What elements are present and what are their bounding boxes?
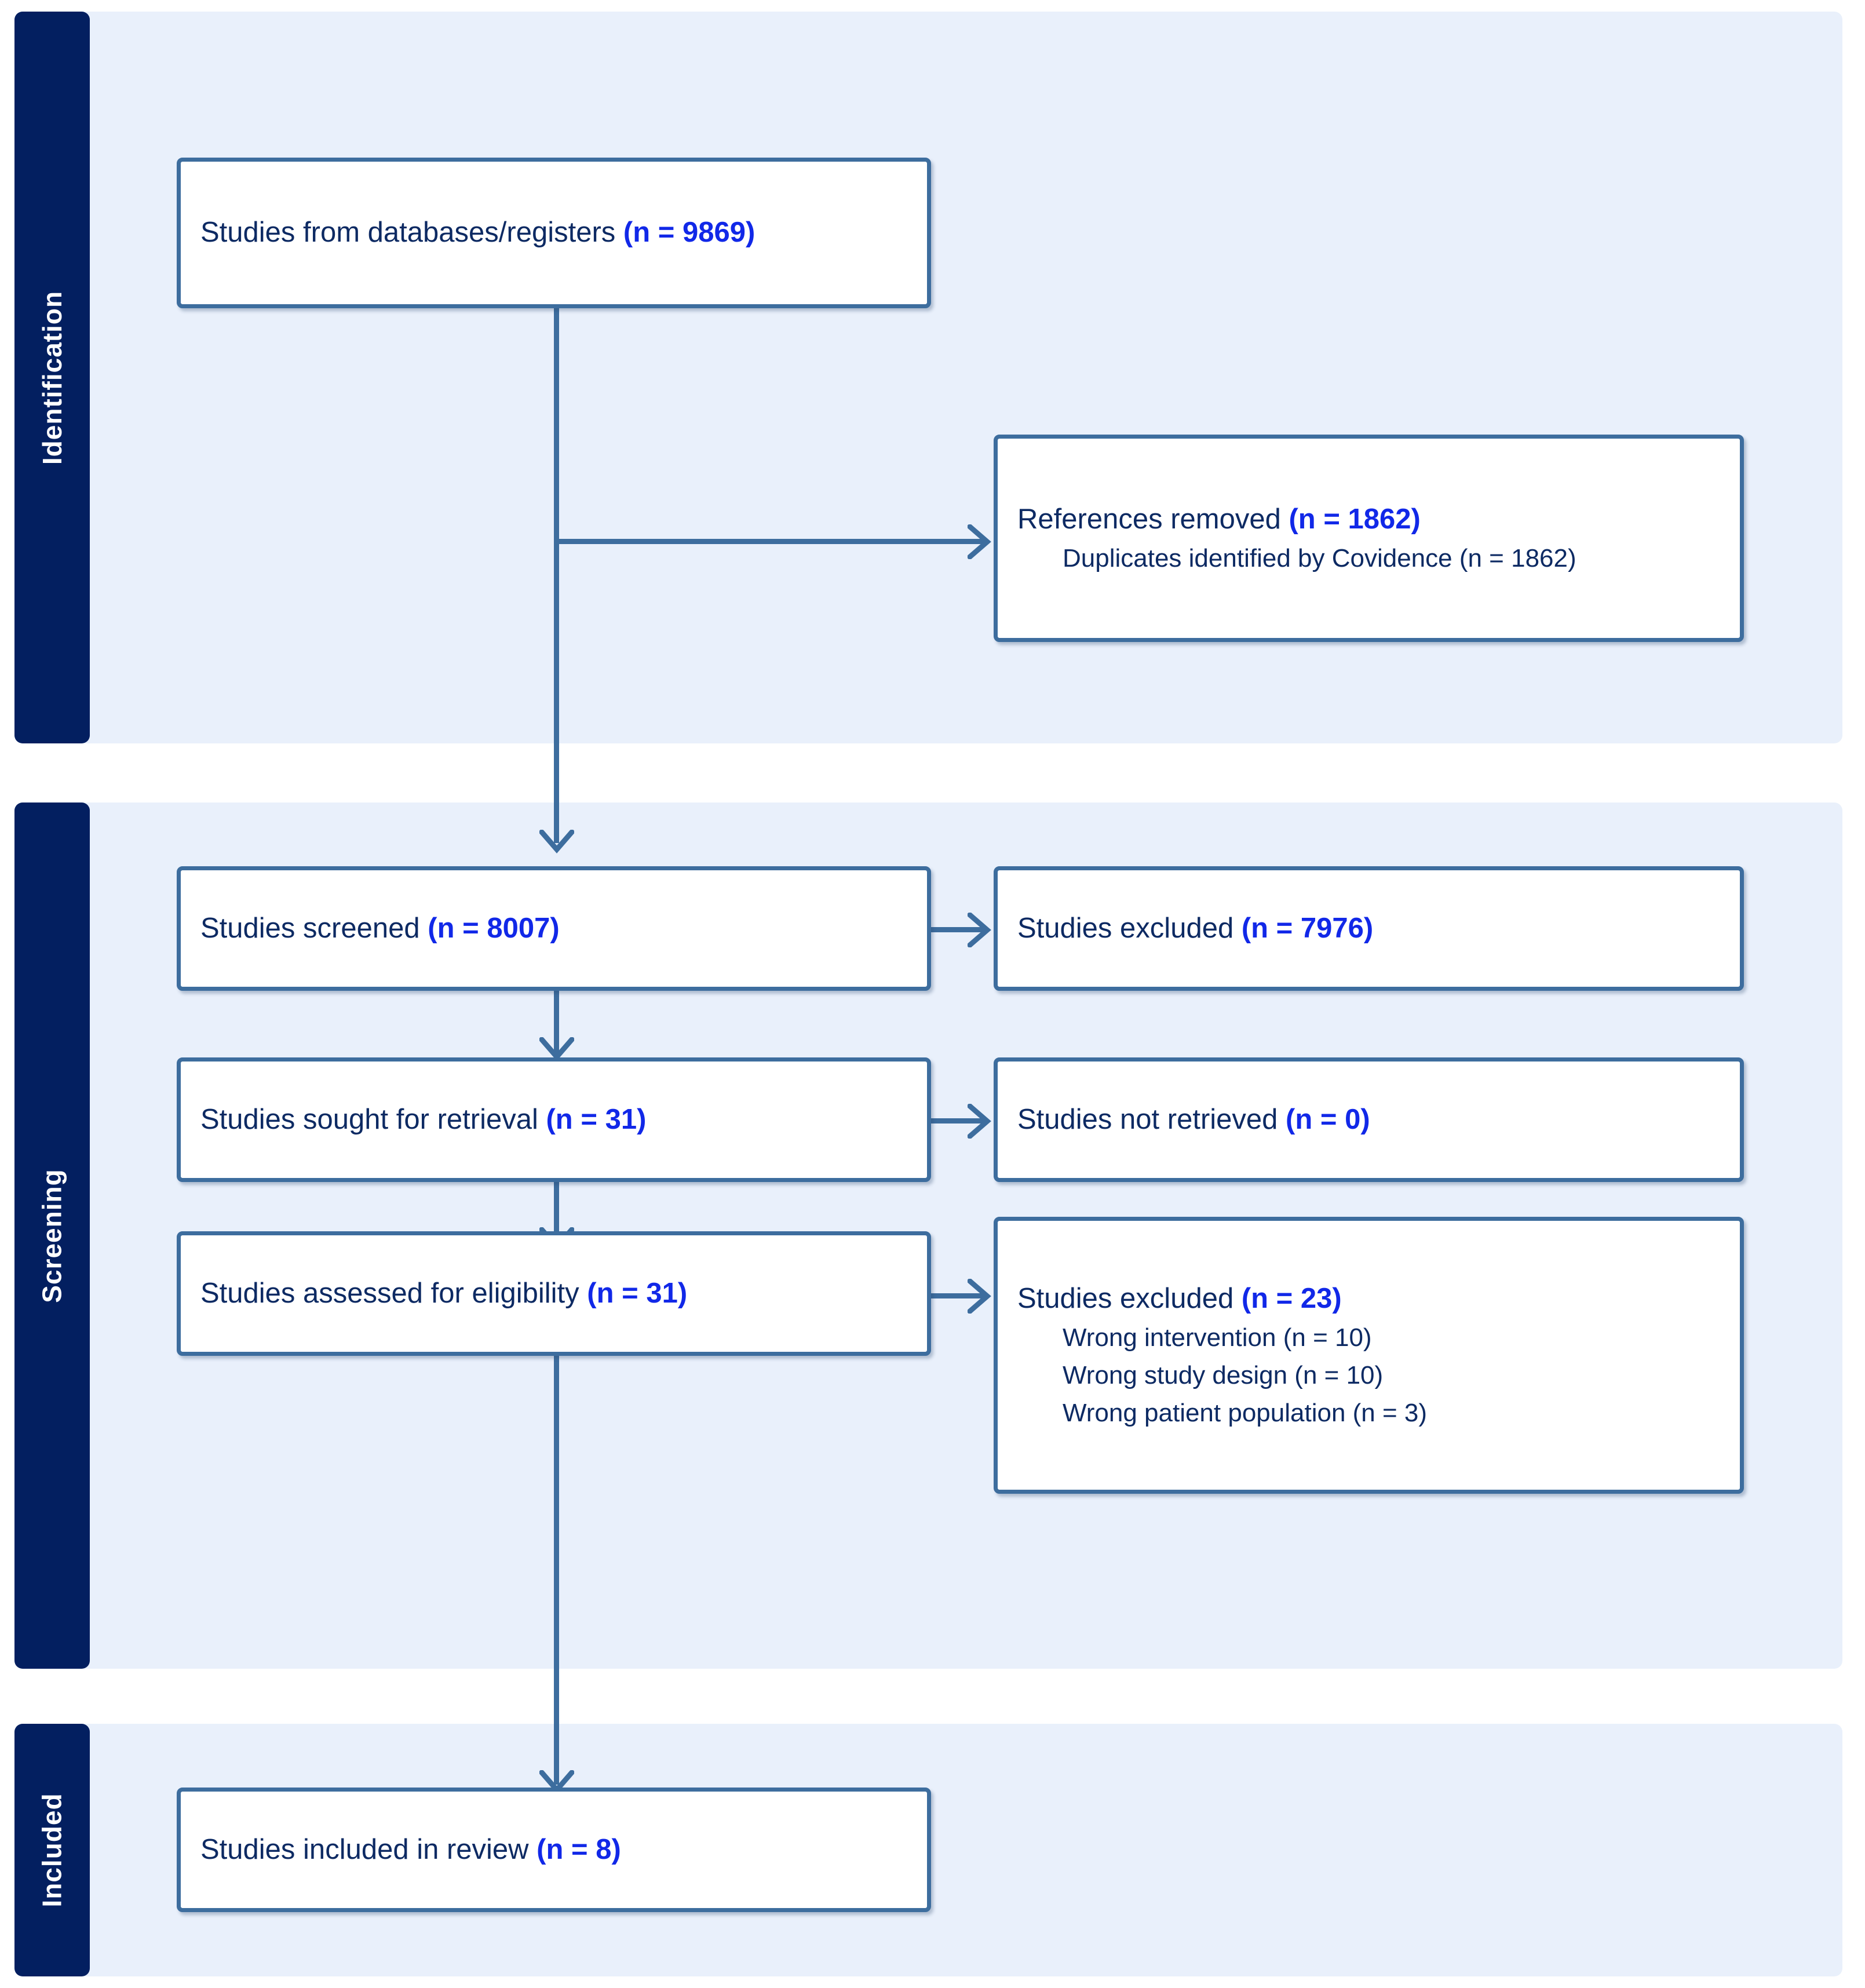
arrowhead-right-to-excluded-screened: [968, 913, 992, 947]
box-label-not-retrieved: Studies not retrieved: [1017, 1103, 1286, 1135]
box-label-databases: Studies from databases/registers: [200, 217, 623, 249]
box-studies-screened[interactable]: Studies screened (n = 8007): [177, 866, 931, 991]
box-subitem-duplicates: Duplicates identified by Covidence (n = …: [1063, 544, 1576, 573]
phase-label-included: Included: [37, 1793, 67, 1907]
box-count-databases: (n = 9869): [623, 217, 756, 249]
box-label-assessed: Studies assessed for eligibility: [200, 1277, 587, 1309]
box-studies-excluded-screened[interactable]: Studies excluded (n = 7976): [994, 866, 1744, 991]
box-line-sought: Studies sought for retrieval (n = 31): [200, 1100, 907, 1140]
box-studies-not-retrieved[interactable]: Studies not retrieved (n = 0): [994, 1057, 1744, 1182]
box-count-not-retrieved: (n = 0): [1286, 1103, 1370, 1135]
box-studies-assessed-for-eligibility[interactable]: Studies assessed for eligibility (n = 31…: [177, 1231, 931, 1356]
box-label-screened: Studies screened: [200, 912, 428, 944]
connector-databases-to-screened: [554, 307, 559, 843]
phase-bar-identification: Identification: [14, 12, 90, 743]
box-count-assessed: (n = 31): [587, 1277, 688, 1309]
arrowhead-right-to-references-removed: [968, 524, 992, 559]
box-studies-excluded-assessed[interactable]: Studies excluded (n = 23) Wrong interven…: [994, 1217, 1744, 1494]
phase-label-screening: Screening: [37, 1168, 68, 1303]
box-line-assessed: Studies assessed for eligibility (n = 31…: [200, 1274, 907, 1314]
box-line-references-removed: References removed (n = 1862): [1017, 499, 1720, 540]
connector-sought-to-not-retrieved: [930, 1118, 988, 1124]
phase-bar-included: Included: [14, 1724, 90, 1976]
box-label-references-removed: References removed: [1017, 503, 1289, 535]
box-line-databases: Studies from databases/registers (n = 98…: [200, 213, 907, 253]
connector-databases-to-references-removed: [556, 539, 988, 544]
box-studies-from-databases[interactable]: Studies from databases/registers (n = 98…: [177, 158, 931, 308]
box-count-references-removed: (n = 1862): [1289, 503, 1421, 535]
box-label-sought: Studies sought for retrieval: [200, 1103, 546, 1135]
box-line-not-retrieved: Studies not retrieved (n = 0): [1017, 1100, 1720, 1140]
connector-assessed-to-included: [554, 1356, 559, 1785]
box-label-excluded-screened: Studies excluded: [1017, 912, 1242, 944]
phase-label-identification: Identification: [37, 290, 68, 465]
box-line-excluded-screened: Studies excluded (n = 7976): [1017, 909, 1720, 949]
arrowhead-right-to-not-retrieved: [968, 1104, 992, 1139]
box-subitem-wrong-study-design: Wrong study design (n = 10): [1063, 1361, 1384, 1390]
box-count-included-review: (n = 8): [536, 1833, 621, 1865]
connector-assessed-to-excluded-assessed: [930, 1293, 988, 1298]
box-subitem-wrong-intervention: Wrong intervention (n = 10): [1063, 1323, 1372, 1352]
arrowhead-right-to-excluded-assessed: [968, 1279, 992, 1314]
box-studies-sought-for-retrieval[interactable]: Studies sought for retrieval (n = 31): [177, 1057, 931, 1182]
box-count-sought: (n = 31): [546, 1103, 647, 1135]
phase-bar-screening: Screening: [14, 803, 90, 1669]
box-count-screened: (n = 8007): [428, 912, 560, 944]
connector-screened-to-excluded: [930, 927, 988, 932]
box-line-screened: Studies screened (n = 8007): [200, 909, 907, 949]
box-references-removed[interactable]: References removed (n = 1862) Duplicates…: [994, 435, 1744, 642]
box-subitem-wrong-patient-population: Wrong patient population (n = 3): [1063, 1399, 1428, 1428]
box-studies-included-in-review[interactable]: Studies included in review (n = 8): [177, 1788, 931, 1912]
arrowhead-down-to-sought: [539, 1037, 574, 1062]
box-label-included-review: Studies included in review: [200, 1833, 537, 1865]
box-count-excluded-assessed: (n = 23): [1241, 1282, 1342, 1314]
box-count-excluded-screened: (n = 7976): [1241, 912, 1374, 944]
box-line-included-review: Studies included in review (n = 8): [200, 1830, 907, 1870]
connector-screened-to-sought: [554, 991, 559, 1055]
box-label-excluded-assessed: Studies excluded: [1017, 1282, 1242, 1314]
arrowhead-down-to-screened: [539, 830, 574, 854]
box-line-excluded-assessed: Studies excluded (n = 23): [1017, 1279, 1720, 1319]
connector-sought-to-assessed: [554, 1182, 559, 1245]
